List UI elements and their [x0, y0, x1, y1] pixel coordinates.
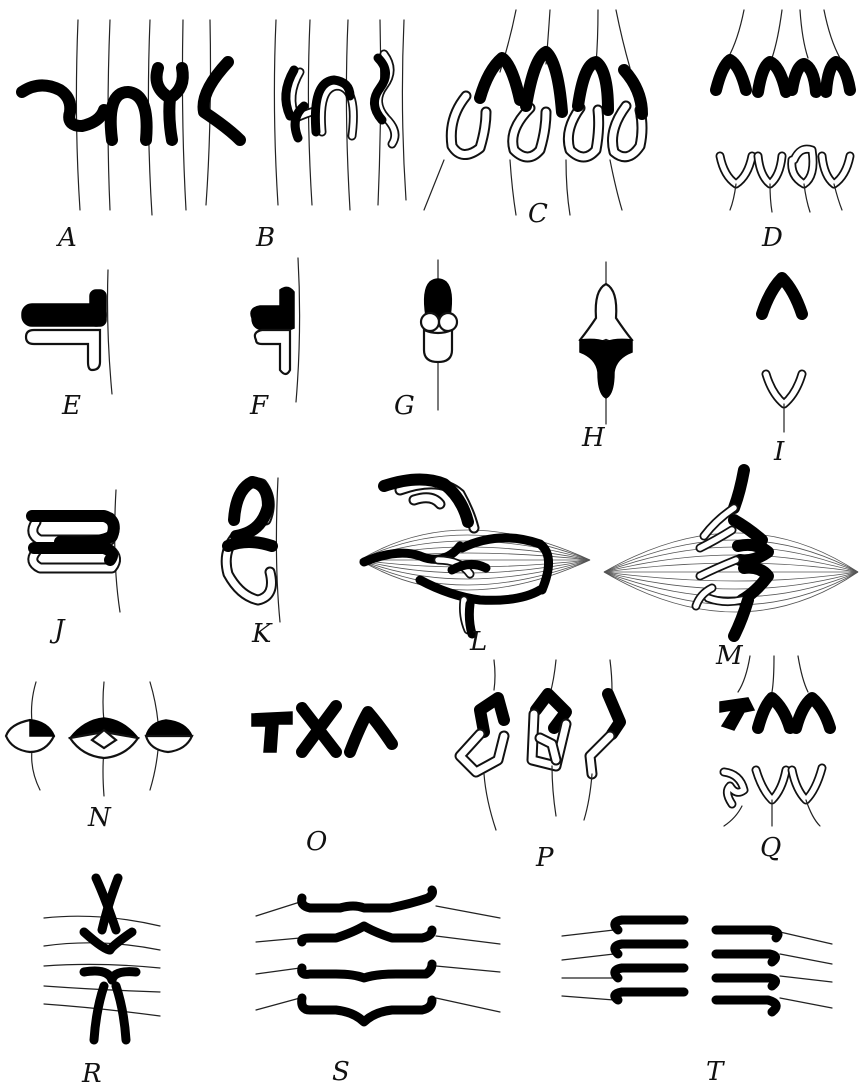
panel-label-m: M — [715, 641, 744, 671]
panel-k: K — [226, 478, 280, 649]
panel-n: N — [6, 682, 192, 833]
panel-o: O — [252, 706, 392, 857]
panel-label-i: I — [773, 437, 785, 467]
panel-label-o: O — [306, 827, 327, 857]
panel-e: E — [22, 270, 112, 421]
panel-q: Q — [720, 656, 830, 863]
panel-label-b: B — [255, 223, 275, 253]
panel-label-q: Q — [760, 833, 781, 863]
panel-f: F — [249, 258, 300, 421]
panel-label-h: H — [581, 423, 606, 453]
panel-t: T — [562, 920, 832, 1087]
panel-s: S — [256, 890, 500, 1087]
panel-label-e: E — [61, 391, 81, 421]
panel-label-r: R — [81, 1059, 102, 1088]
panel-g: G — [394, 260, 457, 421]
panel-label-j: J — [49, 615, 66, 645]
panel-label-p: P — [535, 843, 554, 873]
panel-label-a: A — [56, 223, 77, 253]
panel-d: D — [716, 10, 850, 253]
panel-label-g: G — [394, 391, 415, 421]
panel-label-t: T — [706, 1057, 725, 1087]
panel-h: H — [580, 262, 632, 453]
panel-l: L — [360, 479, 590, 657]
panel-m: M — [604, 470, 858, 671]
panel-j: J — [32, 490, 120, 645]
panel-label-k: K — [251, 619, 273, 649]
panel-r: R — [44, 878, 160, 1088]
panel-label-n: N — [87, 803, 112, 833]
panel-label-s: S — [332, 1057, 350, 1087]
panel-label-d: D — [761, 223, 783, 253]
panel-label-l: L — [469, 627, 487, 657]
panel-p: P — [460, 660, 620, 873]
panel-i: I — [762, 278, 802, 467]
panel-label-f: F — [249, 391, 269, 421]
panel-label-c: C — [528, 199, 548, 229]
panel-b: B — [255, 20, 406, 253]
panel-a: A — [22, 20, 240, 253]
panel-c: C — [424, 10, 642, 229]
